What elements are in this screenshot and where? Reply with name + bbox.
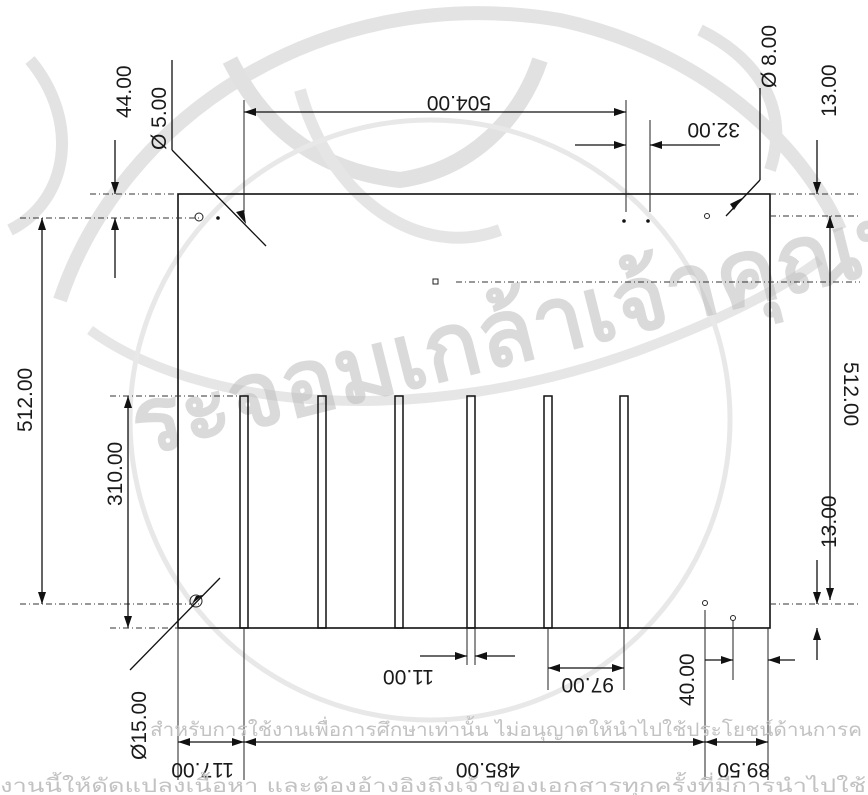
slot-3 (394, 395, 404, 629)
hole-small-3 (646, 219, 650, 223)
dim-44: 44.00 (113, 65, 136, 118)
hole-small-2 (622, 219, 626, 223)
dimension-lines (20, 60, 860, 780)
dim-310: 310.00 (104, 442, 127, 506)
watermark-line-1: สำหรับการใช้งานเพื่อการศึกษาเท่านั้น ไม่… (150, 716, 862, 742)
dim-117: 117.00 (171, 758, 234, 781)
slot-4 (466, 395, 476, 629)
dim-512-right: 512.00 (839, 362, 862, 426)
hole-bottom-left (189, 594, 203, 608)
dim-32: 32.00 (687, 118, 740, 141)
dim-485: 485.00 (456, 758, 520, 781)
university-seal-watermark (7, 6, 847, 723)
watermark-arc-text: ระจอมเกล้าเจ้าคุณทหาร (120, 139, 868, 481)
slot-5 (543, 395, 553, 629)
dim-13-bottom: 13.00 (818, 495, 841, 548)
dim-dia5: Ø 5.00 (148, 87, 171, 150)
hole-top-left (194, 212, 204, 222)
dim-dia8: Ø 8.00 (758, 25, 781, 88)
slot-6 (619, 395, 629, 629)
dim-97: 97.00 (561, 673, 614, 696)
hole-top-right (704, 213, 710, 219)
dim-13-top: 13.00 (818, 64, 841, 117)
dim-dia15: Ø15.00 (128, 691, 151, 760)
square-hole (432, 278, 439, 285)
watermark-line-2: งานนี้ให้ดัดแปลงเนื้อหา และต้องอ้างอิงถึ… (0, 772, 866, 795)
slot-2 (317, 395, 327, 629)
dim-40: 40.00 (676, 653, 699, 706)
hole-bottom-right (702, 600, 708, 606)
dim-504: 504.00 (427, 91, 491, 114)
hole-small-1 (216, 216, 220, 220)
dim-89-5: 89.50 (717, 758, 770, 781)
hole-bottom-right-2 (730, 615, 736, 621)
dim-512-left: 512.00 (14, 368, 37, 432)
dim-11: 11.00 (383, 665, 434, 688)
